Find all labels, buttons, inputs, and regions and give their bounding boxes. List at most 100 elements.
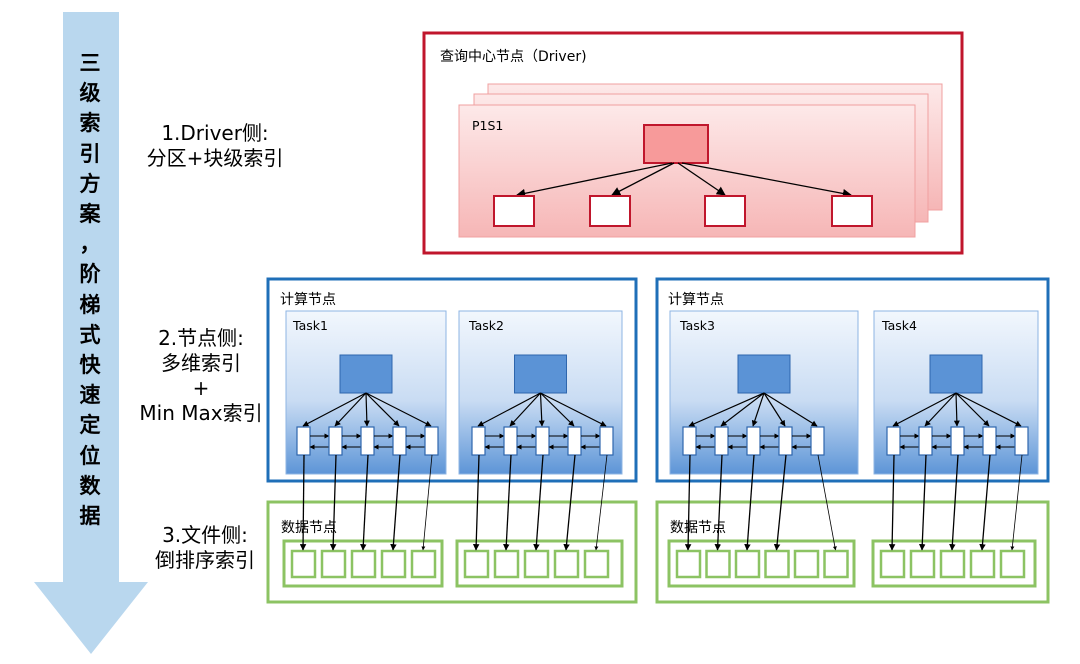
leaf-node [714,426,729,456]
data-node-title-2: 数据节点 [670,520,726,536]
arrow-char: 方 [79,171,101,196]
tier-node-line2: 多维索引 [161,351,241,375]
fanout-arrow [302,392,367,427]
tier-file-line2: 倒排序索引 [155,548,255,572]
data-file-cell [939,549,966,579]
arrow-char: 阶 [79,262,101,287]
arrow-char: 三 [79,51,101,75]
leaf-node [392,426,407,456]
tier-driver-line1: 1.Driver侧: [161,121,269,145]
leaf-node [982,426,997,456]
arrow-char: 位 [79,443,101,468]
data-file-cell [764,549,790,579]
task-label-2: Task2 [469,318,504,333]
leaf-node [360,426,375,456]
tier-driver-line2: 分区+块级索引 [146,146,284,170]
file-arrow [360,454,369,551]
fanout-arrow [509,392,541,427]
fanout-arrow [540,392,607,427]
partition-root-node [643,124,709,164]
tier-label-file: 3.文件侧: 倒排序索引 [140,523,270,573]
data-file-cell [734,549,761,579]
fanout-arrow [892,392,957,427]
data-file-cell [675,549,702,579]
data-file-cell [410,549,437,579]
leaf-node [950,426,965,456]
file-arrow [888,454,896,551]
file-arrow [979,454,991,551]
leaf-node [424,426,439,456]
fanout-arrow [763,392,818,427]
file-arrow [563,454,576,551]
task-root-node [737,354,791,394]
down-arrow-icon [34,12,148,654]
fanout-arrow [955,392,990,427]
task-label-1: Task1 [293,318,328,333]
data-file-cell [879,549,906,579]
file-arrow [390,454,401,551]
leaf-node [810,426,825,456]
leaf-node [328,426,343,456]
arrow-char: 式 [79,322,101,347]
fanout-arrow [334,392,367,427]
leaf-node [567,426,582,456]
data-file-group [667,539,856,588]
arrow-char: 引 [79,141,101,166]
task-root-node [339,354,393,394]
data-file-cell [999,549,1026,579]
file-arrow [714,454,723,551]
fanout-arrow [953,392,960,427]
fanout-arrow [751,392,765,427]
file-arrow [299,454,307,551]
leaf-node [599,426,614,456]
tier-label-driver: 1.Driver侧: 分区+块级索引 [140,121,290,171]
fanout-arrow [365,392,400,427]
block-node [831,195,873,227]
data-file-cell [583,549,610,579]
file-arrow [1010,454,1023,551]
arrow-char: 定 [79,413,101,438]
task-label-3: Task3 [680,318,715,333]
tier-file-line1: 3.文件侧: [162,523,248,547]
leaf-node [535,426,550,456]
arrow-char: 据 [79,504,101,529]
file-arrow [949,454,959,551]
file-arrow [472,454,480,551]
data-file-cell [380,549,407,579]
data-file-cell [463,549,490,579]
fanout-arrow [540,392,575,427]
fanout-arrow [688,392,765,427]
leaf-node [471,426,486,456]
block-node [589,195,631,227]
block-node [704,195,746,227]
tier-node-line3: + [192,376,210,400]
tier-label-node: 2.节点侧: 多维索引 + Min Max索引 [126,326,276,426]
leaf-node [682,426,697,456]
data-node-title-1: 数据节点 [281,520,337,536]
file-arrow [533,454,544,551]
partition-label: P1S1 [472,118,504,133]
arrow-char: 级 [79,81,101,106]
file-arrow [744,454,755,551]
tier-node-line1: 2.节点侧: [158,326,244,350]
leaf-node [778,426,793,456]
driver-box-title: 查询中心节点（Driver) [440,49,587,65]
leaf-node [1014,426,1029,456]
fanout-arrow [924,392,957,427]
file-arrow [421,454,433,551]
file-arrow [773,454,787,551]
leaf-node [918,426,933,456]
arrow-char: 数 [79,473,101,498]
task-label-4: Task4 [882,318,917,333]
arrow-char: 案 [79,202,101,227]
data-file-cell [793,549,820,579]
fanout-arrow [365,392,432,427]
data-file-cell [523,549,550,579]
task-root-node [929,354,983,394]
arrow-char: 索 [79,111,101,136]
task-root-node [514,354,567,394]
arrow-char: 快 [79,353,101,378]
file-arrow [329,454,337,551]
fanout-arrow [720,392,765,427]
file-arrow [594,454,608,551]
